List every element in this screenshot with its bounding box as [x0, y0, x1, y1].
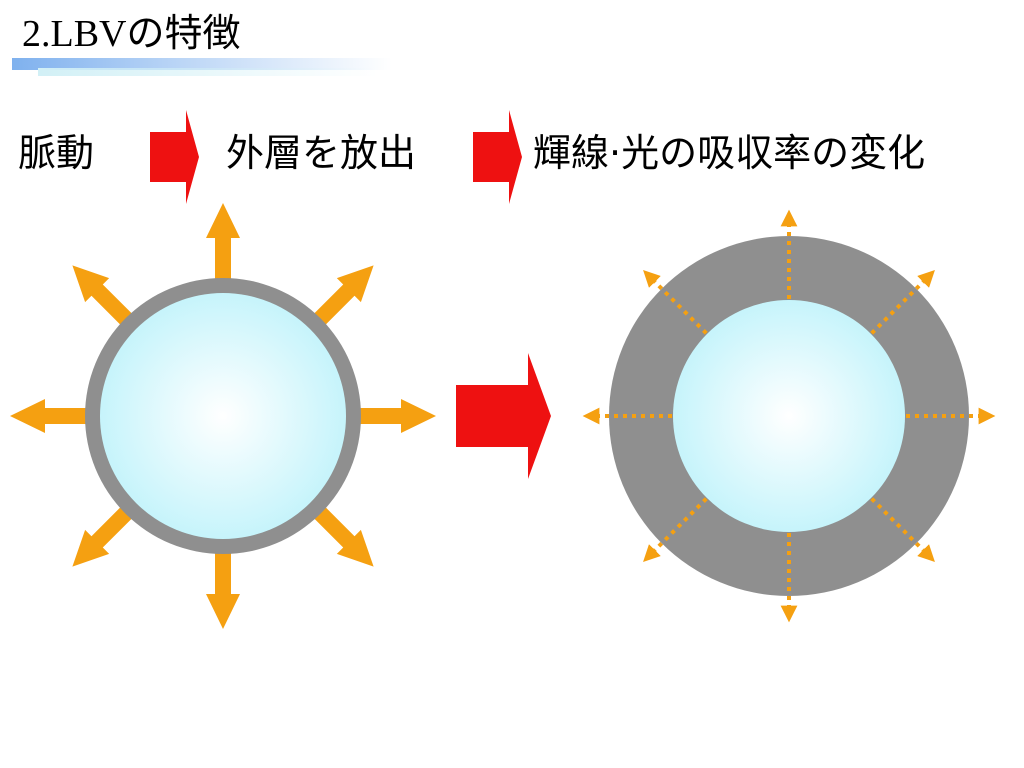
left-star: [10, 203, 436, 629]
title-underline-shadow: [38, 68, 378, 76]
transition-arrow: [456, 353, 551, 479]
left-star-core: [100, 293, 346, 539]
solid-arrow: [10, 399, 113, 433]
right-star-core: [673, 300, 905, 532]
process-arrow-2: [473, 110, 522, 204]
step-label-mass-ejection: 外層を放出: [226, 131, 417, 175]
solid-arrow: [206, 526, 240, 629]
solid-arrow: [206, 203, 240, 306]
title-underline-bar: [12, 58, 392, 70]
process-arrow-1: [150, 110, 199, 204]
step-label-spectral-change: 輝線·光の吸収率の変化: [533, 131, 926, 175]
right-star: [582, 209, 996, 623]
solid-arrow: [333, 399, 436, 433]
step-label-pulsation: 脈動: [18, 131, 95, 175]
slide-title: 2.LBVの特徴: [22, 13, 241, 55]
